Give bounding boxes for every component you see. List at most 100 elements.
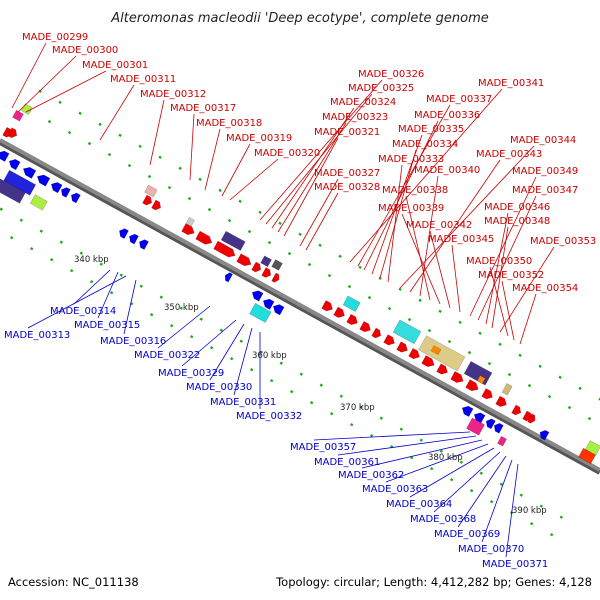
tick-dot: [439, 449, 443, 453]
tick-dot: [229, 357, 234, 361]
tick-dot: [89, 280, 94, 284]
forward-gene-label: MADE_00349: [512, 166, 578, 177]
tick-dot-shape: [447, 339, 452, 344]
reverse-gene: [60, 187, 71, 198]
gene-block-purple-shape: [260, 255, 272, 268]
kbp-marker: 350 kbp: [164, 303, 199, 313]
tick-dot-shape: [118, 133, 122, 137]
forward-gene-shape: [396, 341, 408, 353]
reverse-gene-label: MADE_00316: [100, 336, 166, 347]
tick-dot-shape: [69, 269, 74, 273]
tick-dot: [139, 284, 143, 288]
tick-dot-shape: [489, 500, 494, 504]
reverse-gene-label: MADE_00322: [134, 350, 200, 361]
tick-dot: [447, 339, 452, 344]
forward-leader: [221, 143, 251, 197]
reverse-gene-shape: [22, 166, 37, 179]
reverse-gene-label: MADE_00331: [210, 397, 276, 408]
tick-dot-shape: [498, 342, 502, 346]
forward-gene: [213, 240, 236, 258]
reverse-gene-shape: [224, 272, 233, 283]
tick-dot: [47, 119, 52, 124]
tick-marks: [0, 89, 600, 537]
forward-gene-shape: [511, 404, 522, 416]
reverse-gene-shape: [8, 159, 21, 171]
tick-dot-shape: [39, 229, 43, 233]
forward-leader: [401, 213, 441, 305]
reverse-gene-label: MADE_00315: [74, 320, 140, 331]
forward-leader: [485, 212, 509, 325]
tick-dot: [419, 438, 423, 442]
tick-dot-shape: [367, 295, 372, 300]
tick-dot: [367, 295, 372, 300]
forward-gene-label: MADE_00328: [314, 182, 380, 193]
tick-dot-shape: [299, 372, 303, 376]
tick-dot-shape: [529, 522, 534, 526]
forward-gene-shape: [151, 199, 161, 211]
forward-leader: [149, 99, 165, 166]
reverse-gene: [36, 174, 51, 187]
reverse-gene: [262, 298, 275, 310]
gene-block-gray: [271, 259, 283, 271]
forward-leader: [491, 226, 509, 329]
tick-dot-shape: [318, 243, 322, 247]
forward-gene-label: MADE_00352: [478, 270, 544, 281]
forward-gene: [465, 379, 479, 392]
reverse-gene: [129, 233, 139, 245]
reverse-gene-label: MADE_00314: [50, 306, 116, 317]
tick-dot-shape: [398, 287, 402, 291]
tick-dot-shape: [519, 493, 523, 497]
reverse-gene: [8, 159, 21, 171]
gene-block-lime: [21, 103, 33, 115]
gene-features: [0, 103, 600, 465]
tick-dot: [309, 401, 314, 405]
gene-block-magenta: [466, 417, 485, 436]
forward-gene-shape: [450, 371, 464, 383]
tick-dot: [278, 221, 282, 225]
reverse-gene: [70, 192, 81, 204]
forward-leader: [387, 164, 403, 283]
forward-gene-label: MADE_00342: [406, 220, 472, 231]
tick-dot-shape: [58, 100, 62, 104]
tick-dot-shape: [258, 210, 262, 214]
tick-dot: [9, 236, 14, 240]
reverse-gene-label: MADE_00368: [410, 514, 476, 525]
reverse-gene-shape: [485, 418, 496, 430]
forward-gene-label: MADE_00344: [510, 135, 576, 146]
forward-gene: [421, 355, 435, 367]
forward-gene-label: MADE_00347: [512, 185, 578, 196]
forward-gene-label: MADE_00334: [392, 139, 458, 150]
label-leaders: [11, 42, 555, 558]
forward-gene-shape: [346, 313, 358, 326]
reverse-leader: [337, 435, 477, 456]
tick-dot: [578, 386, 582, 390]
tick-dot: [347, 284, 352, 289]
forward-gene-label: MADE_00319: [226, 133, 292, 144]
forward-gene: [251, 261, 262, 273]
tick-dot: [158, 155, 162, 159]
tick-dot-shape: [329, 412, 334, 416]
forward-gene-label: MADE_00317: [170, 103, 236, 114]
tick-dot: [407, 317, 412, 322]
reverse-leader: [313, 431, 471, 441]
tick-dot-shape: [47, 119, 52, 124]
reverse-gene-label: MADE_00357: [290, 442, 356, 453]
tick-dot-shape: [598, 397, 600, 401]
tick-dot: [249, 368, 254, 372]
tick-dot: [418, 298, 422, 302]
tick-dot-shape: [429, 467, 434, 471]
reverse-gene: [485, 418, 496, 430]
gene-block-orange-shape: [476, 375, 486, 384]
forward-gene: [481, 388, 493, 400]
tick-dot: [238, 199, 242, 203]
reverse-gene-shape: [0, 150, 10, 162]
tick-dot-shape: [547, 394, 552, 399]
kbp-marker: 340 kbp: [74, 255, 109, 265]
forward-gene: [271, 272, 280, 283]
forward-gene-shape: [481, 388, 493, 400]
forward-gene-label: MADE_00350: [466, 256, 532, 267]
forward-gene: [195, 230, 213, 245]
gene-block-pink: [144, 184, 158, 198]
